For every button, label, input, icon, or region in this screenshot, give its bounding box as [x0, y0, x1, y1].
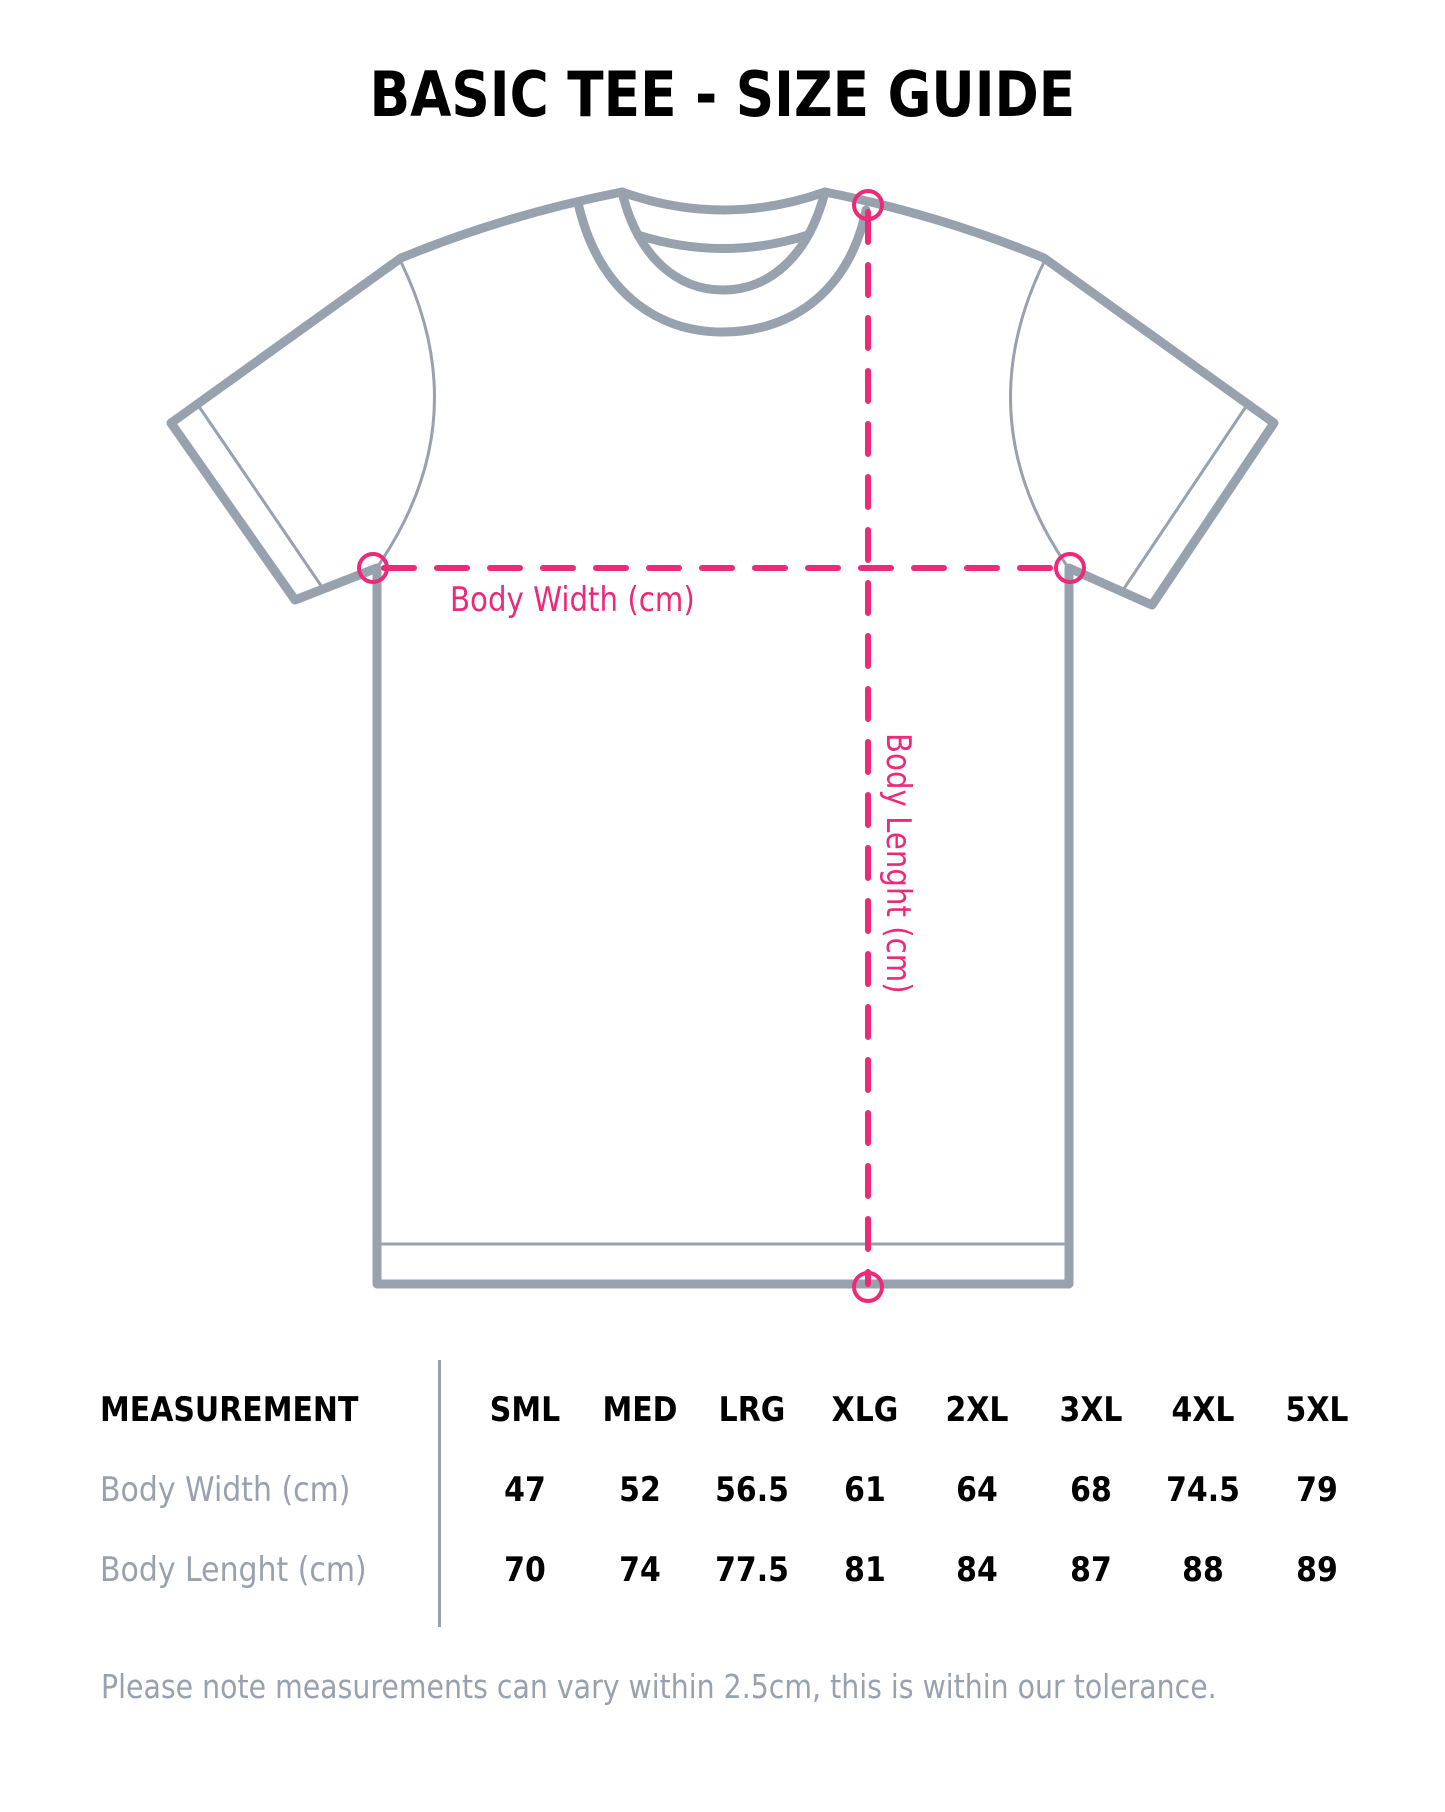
table-cell: 68	[1070, 1470, 1112, 1510]
right-armpit-marker-icon	[1054, 552, 1086, 584]
tolerance-note: Please note measurements can vary within…	[101, 1667, 1217, 1706]
table-cell: 81	[844, 1550, 886, 1590]
size-header-lrg: LRG	[718, 1390, 786, 1430]
body-length-label: Body Lenght (cm)	[878, 733, 918, 994]
table-cell: 88	[1182, 1550, 1224, 1590]
table-cell: 84	[956, 1550, 998, 1590]
measurement-header: MEASUREMENT	[100, 1390, 359, 1430]
size-header-sml: SML	[489, 1390, 561, 1430]
table-cell: 87	[1070, 1550, 1112, 1590]
table-cell: 74	[619, 1550, 661, 1590]
table-cell: 74.5	[1166, 1470, 1240, 1510]
tshirt-outline-icon	[166, 187, 1279, 1289]
size-header-xlg: XLG	[831, 1390, 899, 1430]
table-cell: 64	[956, 1470, 998, 1510]
table-cell: 77.5	[715, 1550, 789, 1590]
table-cell: 70	[504, 1550, 546, 1590]
table-cell: 89	[1296, 1550, 1338, 1590]
shoulder-top-marker-icon	[852, 189, 884, 221]
table-cell: 56.5	[715, 1470, 789, 1510]
page-title: BASIC TEE - SIZE GUIDE	[0, 58, 1445, 131]
size-header-2xl: 2XL	[945, 1390, 1009, 1430]
table-cell: 52	[619, 1470, 661, 1510]
size-header-5xl: 5XL	[1285, 1390, 1349, 1430]
size-header-med: MED	[602, 1390, 678, 1430]
table-cell: 61	[844, 1470, 886, 1510]
row-label-body-length: Body Lenght (cm)	[100, 1550, 367, 1590]
measurement-lines	[357, 189, 1086, 1303]
hem-bottom-marker-icon	[852, 1271, 884, 1303]
table-cell: 47	[504, 1470, 546, 1510]
page-title-text: BASIC TEE - SIZE GUIDE	[369, 58, 1076, 131]
body-width-label: Body Width (cm)	[450, 580, 695, 620]
size-header-3xl: 3XL	[1059, 1390, 1123, 1430]
table-cell: 79	[1296, 1470, 1338, 1510]
left-armpit-marker-icon	[357, 552, 389, 584]
row-label-body-width: Body Width (cm)	[100, 1470, 351, 1510]
size-header-4xl: 4XL	[1171, 1390, 1235, 1430]
